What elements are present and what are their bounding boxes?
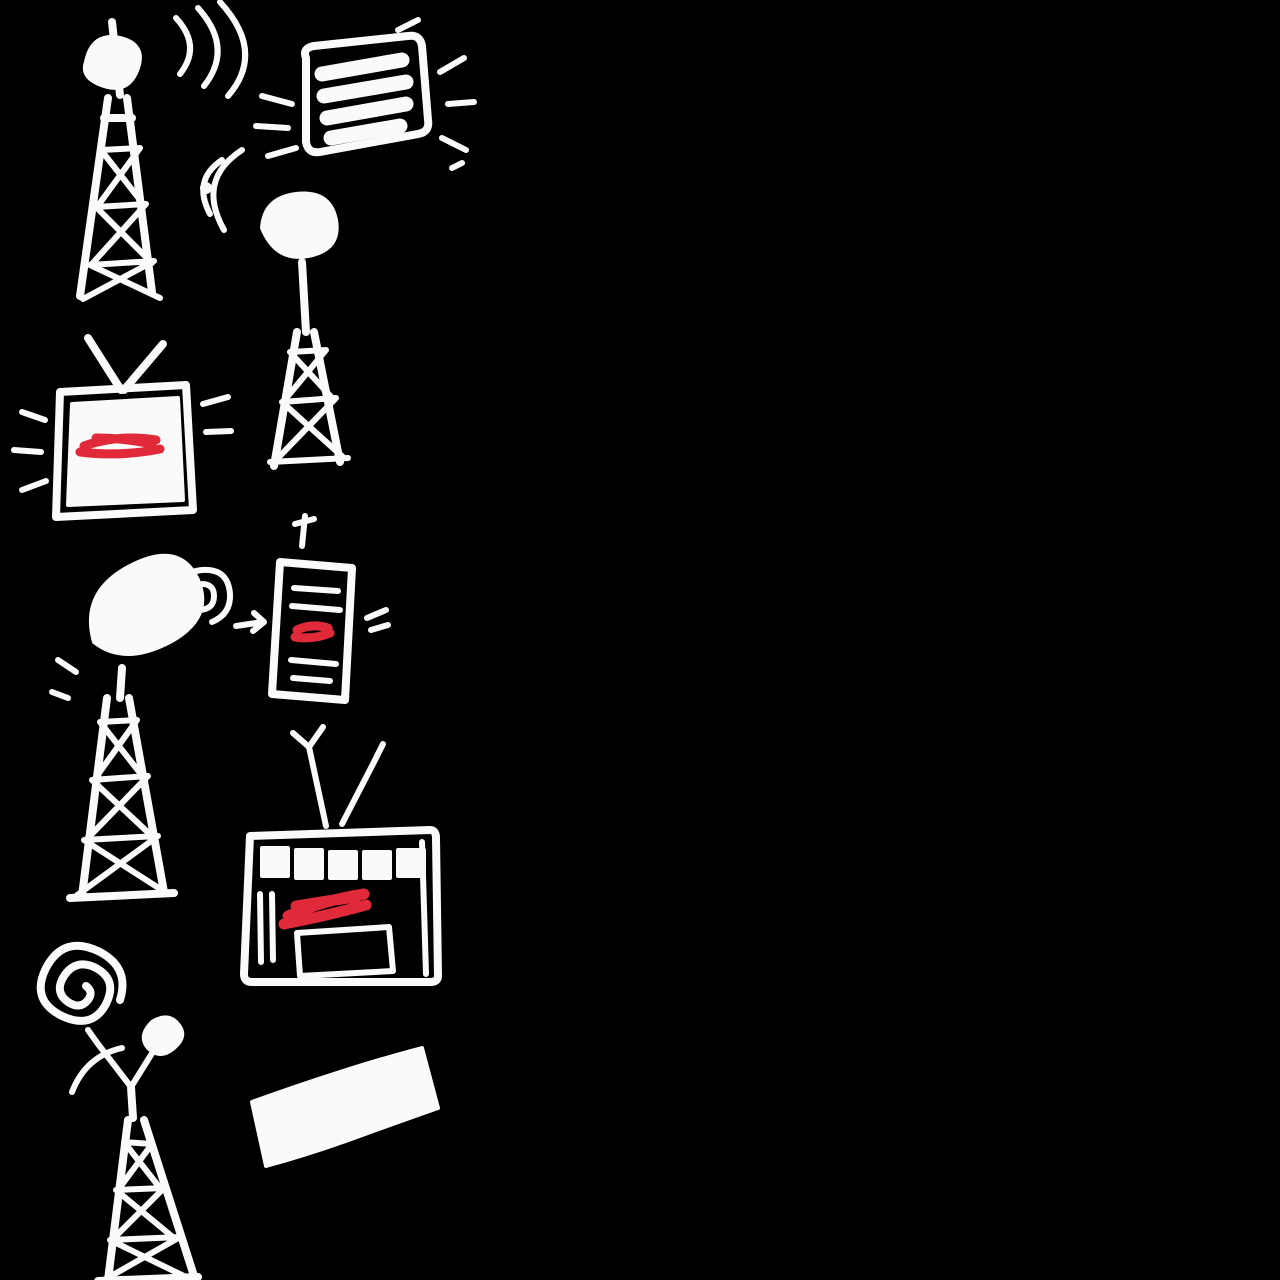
radio-body	[301, 31, 433, 157]
broadcast-tower-icon	[76, 0, 249, 302]
button-row	[260, 846, 426, 880]
horn-speaker	[260, 191, 339, 259]
mast	[298, 258, 310, 336]
tv-body	[52, 381, 197, 521]
inner-border-right	[419, 839, 429, 977]
signal-arcs-icon	[173, 0, 249, 99]
whip-antenna	[290, 724, 386, 829]
tower-braces	[101, 1139, 191, 1280]
right-dashes	[364, 607, 391, 633]
red-scribble	[290, 621, 335, 643]
signal-dash-top	[395, 17, 421, 33]
tower-braces	[80, 145, 163, 302]
tower-braces	[267, 347, 351, 465]
speaker-panel	[294, 924, 396, 979]
dipole-arms	[85, 1027, 167, 1090]
red-scribble	[75, 433, 165, 459]
emphasis-dashes-left	[11, 409, 49, 493]
small-dashes	[49, 657, 79, 701]
signal-spiral-icon	[36, 941, 127, 1025]
satellite-dish-tower-icon	[49, 553, 234, 902]
banner-block	[250, 1046, 440, 1168]
tower-legs	[78, 694, 168, 900]
signal-arc	[69, 1045, 125, 1095]
red-scribble	[278, 888, 372, 930]
satellite-dish	[89, 553, 205, 656]
boombox-body	[240, 826, 442, 986]
emphasis-dashes-right	[200, 394, 234, 435]
handheld-phone-icon	[233, 513, 391, 704]
top-tick	[292, 513, 317, 549]
spiral-signal-icon	[177, 566, 234, 625]
side-lines-left	[257, 891, 276, 965]
keypad-lines	[288, 657, 339, 684]
tower-base	[66, 889, 178, 902]
boombox-radio-icon	[240, 724, 442, 986]
spiral-path	[36, 941, 127, 1025]
left-arrow-icon	[233, 610, 267, 634]
radio-scribble-fill	[314, 52, 414, 146]
signal-dashes-right	[437, 55, 477, 171]
signal-arcs-icon	[200, 147, 245, 233]
rabbit-ears-antenna	[84, 334, 167, 394]
tower-braces	[73, 717, 171, 899]
dipole-tower-icon	[69, 1015, 202, 1280]
mast	[116, 664, 126, 702]
mast	[127, 1083, 137, 1122]
tv-set-icon	[11, 334, 234, 521]
radio-transmitter-icon	[253, 17, 477, 171]
scribbled-dish	[82, 35, 142, 90]
white-banner-icon	[250, 1046, 440, 1168]
tower-base	[94, 1273, 202, 1280]
signal-dashes-left	[253, 93, 299, 159]
speaker-lines	[289, 585, 343, 613]
phone-body	[268, 558, 356, 704]
horn-antenna-tower-icon	[200, 147, 351, 470]
